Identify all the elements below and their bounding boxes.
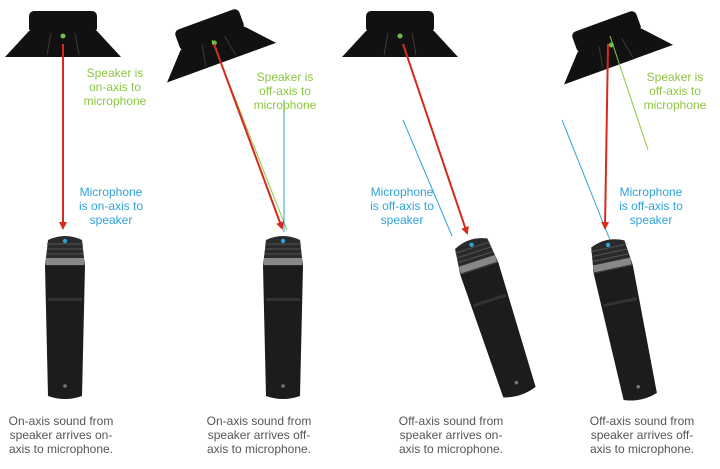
mic-body	[45, 266, 85, 399]
speaker-label-2: Speaker is off-axis to microphone	[253, 70, 317, 112]
speaker-cone-line	[621, 37, 634, 58]
mic-axis-line-3	[402, 119, 453, 237]
sound-arrow-4	[601, 43, 610, 230]
speaker-label-4: Speaker is off-axis to microphone	[643, 70, 707, 112]
mic-screw	[63, 384, 67, 388]
mic-band	[46, 258, 84, 265]
mic-grille-line	[593, 253, 629, 262]
speaker-cone	[167, 26, 277, 83]
speaker-cone	[342, 31, 458, 57]
speaker-center-dot	[397, 33, 403, 39]
mic-label-4: Microphone is off-axis to speaker	[619, 185, 683, 227]
mic-band	[458, 255, 498, 274]
speaker-3	[342, 11, 458, 57]
mic-capsule-dot	[62, 238, 68, 244]
mic-label-3: Microphone is off-axis to speaker	[370, 185, 434, 227]
mic-capsule-dot	[605, 242, 611, 248]
sound-arrow-3	[402, 43, 469, 235]
speaker-axis-line-4	[609, 35, 649, 151]
microphone-3	[455, 238, 536, 398]
speaker-cone-line	[74, 32, 80, 56]
speaker-magnet	[29, 11, 97, 33]
mic-band	[592, 257, 632, 273]
caption-3: Off-axis sound from speaker arrives on- …	[398, 414, 504, 456]
speaker-cone-line	[201, 44, 207, 67]
mic-grille-line	[456, 246, 492, 259]
mic-grille-line	[591, 248, 628, 257]
microphone-2	[263, 236, 303, 399]
speaker-magnet	[366, 11, 434, 33]
speaker-2	[167, 9, 277, 83]
mic-body	[593, 265, 657, 401]
mic-capsule-dot	[469, 242, 474, 247]
speaker-magnet	[175, 9, 244, 51]
microphone-1	[45, 236, 85, 399]
caption-2: On-axis sound from speaker arrives off- …	[206, 414, 312, 456]
mic-screw	[636, 384, 640, 389]
mic-body-ring	[266, 298, 300, 301]
speaker-cone-line	[411, 32, 417, 56]
mic-body-ring	[48, 298, 82, 301]
speaker-center-dot	[60, 33, 66, 39]
mic-grille-line	[458, 251, 493, 264]
speaker-cone-line	[598, 46, 604, 69]
mic-body	[263, 266, 303, 399]
speaker-cone-line	[383, 32, 389, 56]
speaker-cone-line	[224, 35, 237, 56]
microphone-4	[590, 239, 657, 401]
caption-4: Off-axis sound from speaker arrives off-…	[589, 414, 695, 456]
mic-screw	[281, 384, 285, 388]
speaker-cone	[564, 28, 674, 85]
speaker-cone-line	[46, 32, 52, 56]
mic-grille-line	[590, 243, 627, 253]
mic-grille-line	[455, 241, 490, 254]
speaker-label-1: Speaker is on-axis to microphone	[83, 66, 147, 108]
mic-body	[460, 262, 536, 398]
mic-label-1: Microphone is on-axis to speaker	[78, 185, 144, 227]
mic-body-ring	[472, 293, 507, 308]
mic-axis-line-4	[561, 119, 611, 241]
caption-1: On-axis sound from speaker arrives on- a…	[8, 414, 114, 456]
mic-screw	[514, 380, 519, 385]
mic-band	[264, 258, 302, 265]
mic-capsule-dot	[280, 238, 286, 244]
speaker-magnet	[572, 11, 641, 53]
mic-body-ring	[603, 297, 638, 308]
sound-arrow-2	[213, 43, 284, 230]
